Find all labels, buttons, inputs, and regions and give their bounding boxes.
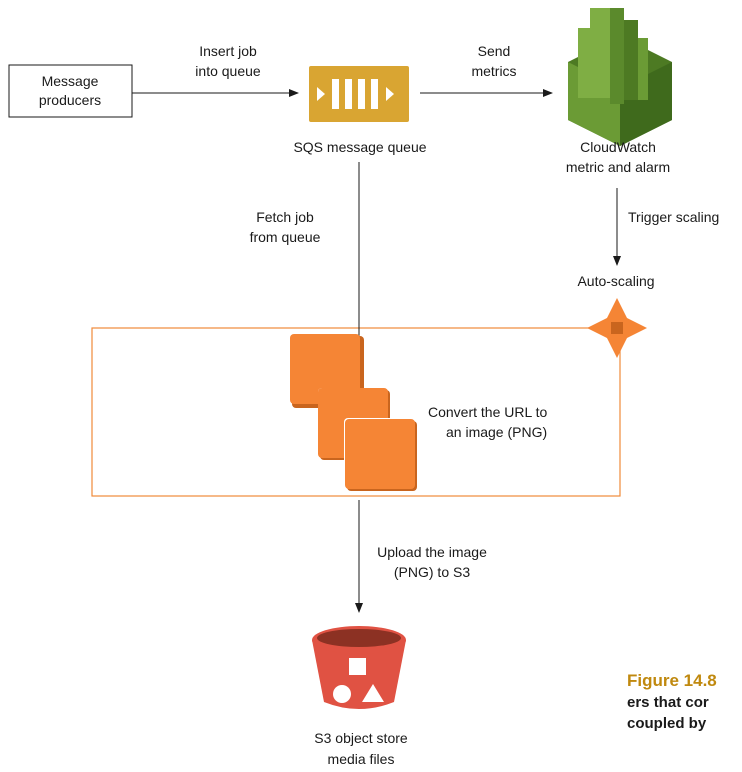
figure-caption-title: Figure 14.8 [627, 671, 717, 690]
fetch-job-label-line2: from queue [250, 229, 321, 245]
producers-label-line2: producers [39, 92, 101, 108]
trigger-scaling-label: Trigger scaling [628, 209, 719, 225]
convert-label-line2: an image (PNG) [446, 424, 547, 440]
insert-job-label-line1: Insert job [199, 43, 257, 59]
cloudwatch-icon [568, 8, 672, 146]
cloudwatch-label-line2: metric and alarm [566, 159, 670, 175]
autoscaling-icon [587, 298, 647, 358]
convert-label-line1: Convert the URL to [428, 404, 548, 420]
cloudwatch-label-line1: CloudWatch [580, 139, 656, 155]
s3-label-line2: media files [328, 751, 395, 767]
message-producers-node: Message producers [8, 64, 133, 118]
figure-caption-line1: ers that cor [627, 694, 709, 711]
sqs-queue-icon [309, 66, 409, 122]
figure-caption-line2: coupled by [627, 715, 707, 732]
autoscaling-group-box [91, 327, 621, 497]
upload-label-line1: Upload the image [377, 544, 487, 560]
autoscaling-label: Auto-scaling [577, 273, 654, 289]
s3-bucket-icon [312, 626, 406, 709]
sqs-label: SQS message queue [293, 139, 426, 155]
s3-label-line1: S3 object store [314, 730, 408, 746]
producers-label-line1: Message [42, 73, 99, 89]
fetch-job-label-line1: Fetch job [256, 209, 314, 225]
upload-label-line2: (PNG) to S3 [394, 564, 470, 580]
insert-job-label-line2: into queue [195, 63, 261, 79]
send-metrics-label-line1: Send [478, 43, 511, 59]
send-metrics-label-line2: metrics [471, 63, 516, 79]
ec2-instances-icon [290, 334, 418, 492]
